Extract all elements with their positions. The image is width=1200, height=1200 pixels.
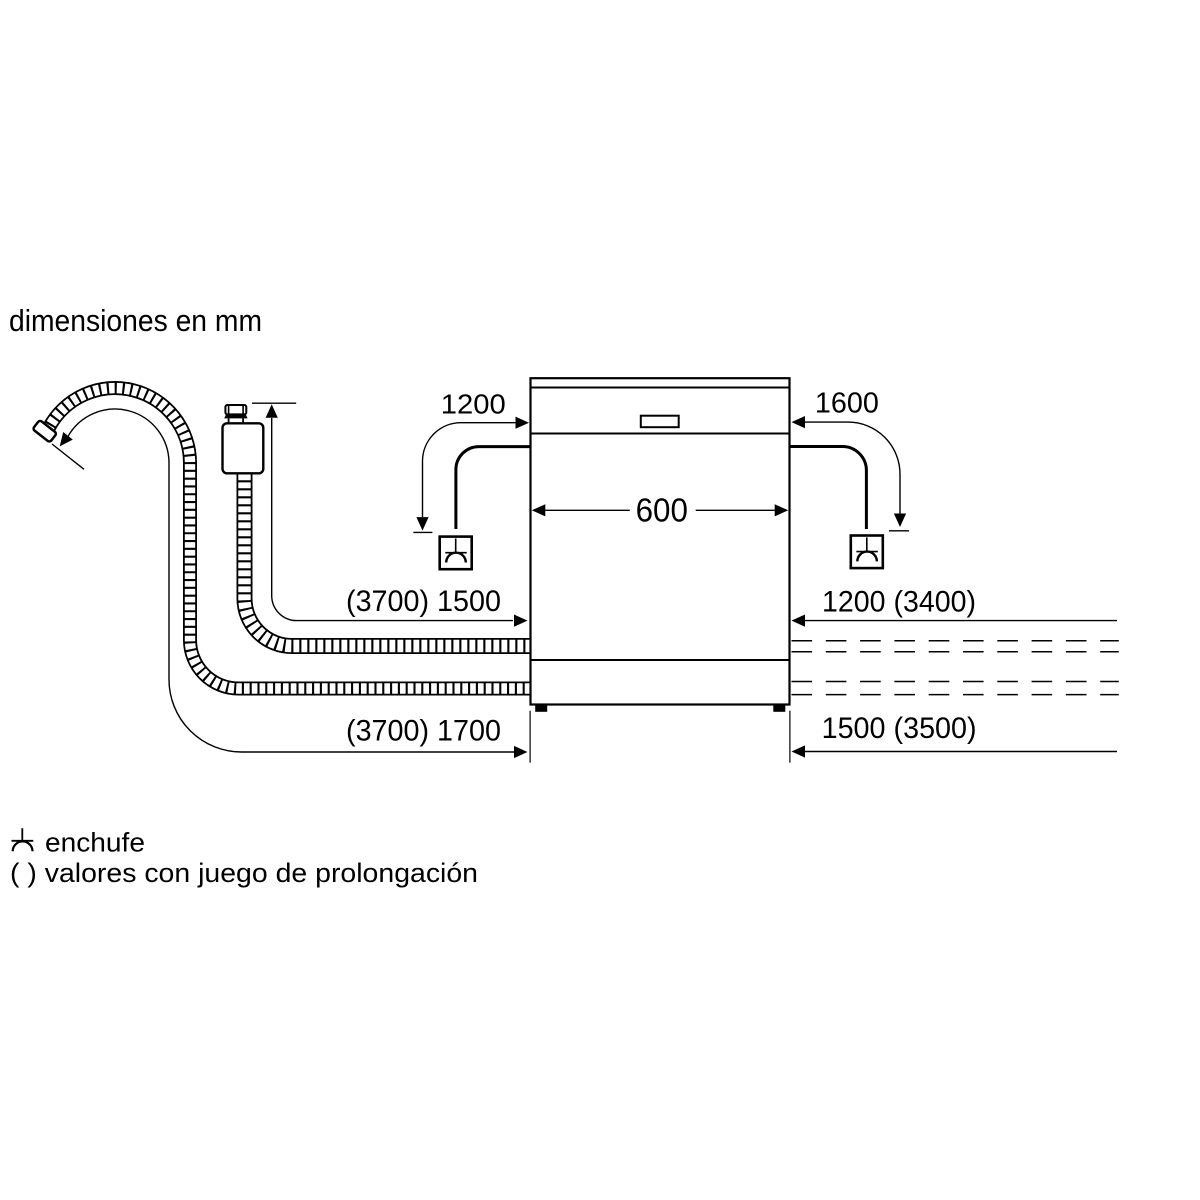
svg-text:( ) valores con juego de prolo: ( ) valores con juego de prolongación [10,858,478,888]
svg-text:(3700) 1700: (3700) 1700 [346,714,501,747]
svg-text:dimensiones en mm: dimensiones en mm [9,303,262,338]
svg-text:1600: 1600 [815,388,879,420]
svg-text:600: 600 [636,492,688,529]
svg-text:1500 (3500): 1500 (3500) [822,712,977,745]
svg-text:1200: 1200 [441,388,506,419]
svg-text:enchufe: enchufe [45,828,145,858]
svg-text:(3700) 1500: (3700) 1500 [346,585,501,618]
svg-text:1200 (3400): 1200 (3400) [822,586,976,619]
